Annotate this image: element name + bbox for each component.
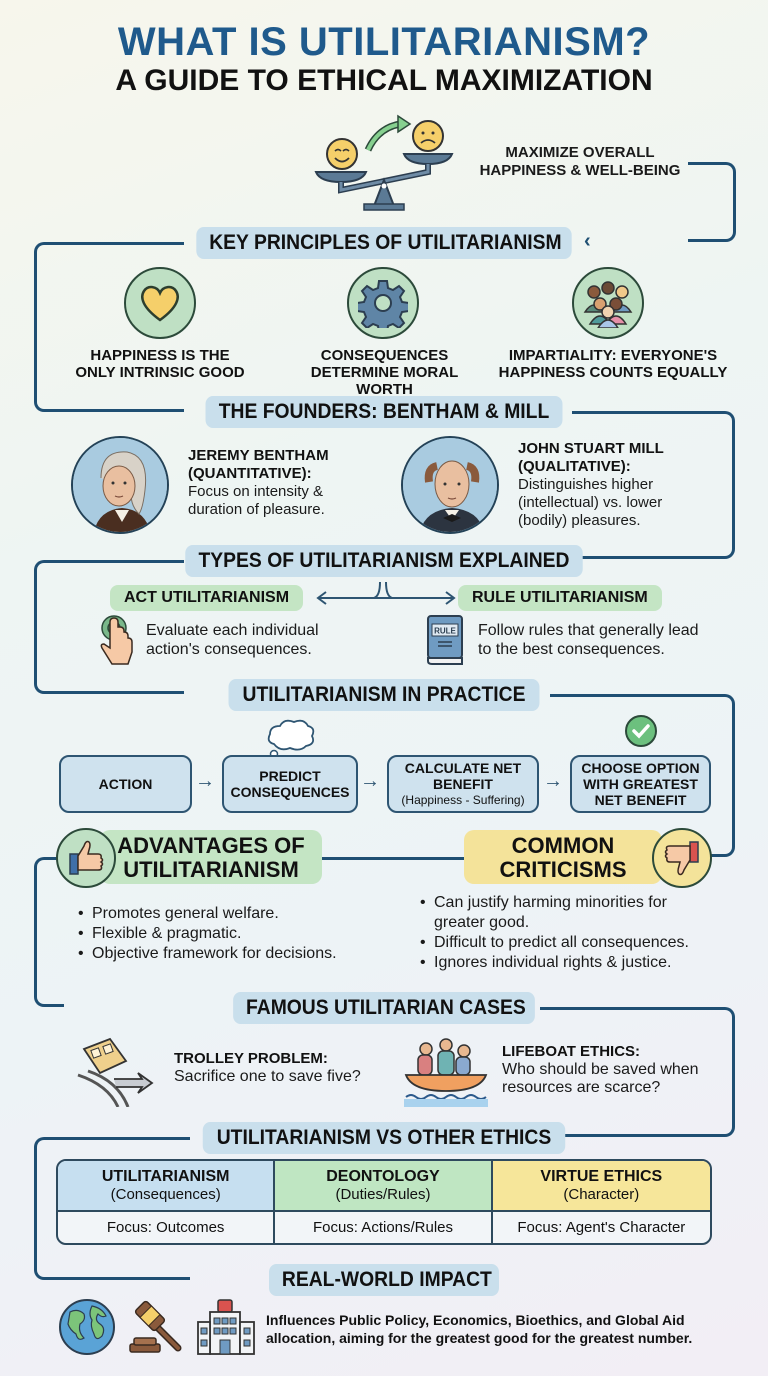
arrow-right-icon: → — [360, 770, 380, 792]
flow-step-predict: PREDICT CONSEQUENCES — [222, 755, 358, 813]
mill-bio: JOHN STUART MILL (QUALITATIVE): Distingu… — [518, 440, 664, 529]
section-title-founders: THE FOUNDERS: BENTHAM & MILL — [205, 396, 563, 428]
connector-line — [34, 857, 64, 1007]
principle-label: IMPARTIALITY: EVERYONE'S HAPPINESS COUNT… — [498, 347, 728, 381]
impact-description: Influences Public Policy, Economics, Bio… — [266, 1312, 693, 1346]
list-item: Difficult to predict all consequences. — [420, 933, 720, 953]
section-title-types: TYPES OF UTILITARIANISM EXPLAINED — [185, 545, 583, 577]
rule-utilitarianism-label: RULE UTILITARIANISM — [458, 585, 662, 611]
double-arrow-icon — [314, 581, 458, 606]
section-title-practice: UTILITARIANISM IN PRACTICE — [228, 679, 540, 711]
arrow-right-icon: → — [195, 770, 215, 792]
advantages-list: Promotes general welfare. Flexible & pra… — [78, 904, 398, 964]
list-item: Promotes general welfare. — [78, 904, 398, 924]
connector-line — [688, 162, 736, 242]
criticisms-list: Can justify harming minorities for great… — [420, 893, 720, 973]
heart-icon — [124, 267, 196, 339]
thumbs-up-icon — [56, 828, 116, 888]
list-item: Flexible & pragmatic. — [78, 924, 398, 944]
connector-line — [34, 242, 184, 412]
flow-step-calculate: CALCULATE NET BENEFIT (Happiness - Suffe… — [387, 755, 539, 813]
mill-portrait — [401, 436, 499, 534]
comparison-table: UTILITARIANISM (Consequences) DEONTOLOGY… — [56, 1159, 712, 1245]
finger-tap-icon — [96, 614, 136, 668]
lifeboat-ethics-text: LIFEBOAT ETHICS: Who should be saved whe… — [502, 1043, 699, 1096]
gavel-icon — [124, 1298, 186, 1356]
section-title-impact: REAL-WORLD IMPACT — [269, 1264, 499, 1296]
list-item: Objective framework for decisions. — [78, 944, 398, 964]
act-description: Evaluate each individual action's conseq… — [146, 622, 319, 658]
act-utilitarianism-label: ACT UTILITARIANISM — [110, 585, 304, 611]
rule-description: Follow rules that generally lead to the … — [478, 622, 699, 658]
bentham-bio: JEREMY BENTHAM (QUANTITATIVE): Focus on … — [188, 447, 329, 518]
table-cell: Focus: Actions/Rules — [275, 1212, 493, 1243]
check-circle-icon — [624, 714, 658, 748]
gear-icon — [347, 267, 419, 339]
page-subtitle: A GUIDE TO ETHICAL MAXIMIZATION — [115, 64, 653, 97]
lifeboat-icon — [404, 1035, 488, 1107]
table-cell: Focus: Agent's Character — [517, 1219, 686, 1236]
connector-line — [572, 411, 735, 559]
flow-step-choose: CHOOSE OPTION WITH GREATEST NET BENEFIT — [570, 755, 711, 813]
criticisms-title: COMMON CRITICISMS — [464, 830, 662, 884]
bentham-portrait — [71, 436, 169, 534]
svg-text:RULE: RULE — [434, 627, 456, 636]
arrow-right-icon: → — [543, 770, 563, 792]
principle-label: HAPPINESS IS THE ONLY INTRINSIC GOOD — [75, 347, 245, 381]
balance-scale-faces-icon — [308, 110, 458, 215]
page-title: WHAT IS UTILITARIANISM? — [117, 20, 651, 64]
table-header-deontology: DEONTOLOGY (Duties/Rules) — [275, 1161, 493, 1212]
connector-line — [34, 1137, 190, 1280]
hospital-icon — [196, 1298, 256, 1356]
trolley-problem-text: TROLLEY PROBLEM: Sacrifice one to save f… — [174, 1050, 361, 1085]
section-title-comparison: UTILITARIANISM VS OTHER ETHICS — [202, 1122, 566, 1154]
advantages-title: ADVANTAGES OF UTILITARIANISM — [100, 830, 322, 884]
thumbs-down-icon — [652, 828, 712, 888]
list-item: Can justify harming minorities for great… — [420, 893, 720, 933]
rule-book-icon: RULE — [424, 614, 466, 666]
trolley-icon — [74, 1035, 164, 1108]
people-group-icon — [572, 267, 644, 339]
connector-line — [540, 1007, 735, 1137]
table-header-virtue-ethics: VIRTUE ETHICS (Character) — [492, 1161, 710, 1212]
list-item: Ignores individual rights & justice. — [420, 953, 720, 973]
section-title-principles: KEY PRINCIPLES OF UTILITARIANISM — [196, 227, 572, 259]
section-title-cases: FAMOUS UTILITARIAN CASES — [233, 992, 535, 1024]
table-header-utilitarianism: UTILITARIANISM (Consequences) — [58, 1161, 276, 1212]
hero-caption: MAXIMIZE OVERALL HAPPINESS & WELL-BEING — [479, 144, 681, 179]
connector-line — [34, 560, 184, 694]
table-cell: Focus: Outcomes — [58, 1212, 276, 1243]
principle-label: CONSEQUENCES DETERMINE MORAL WORTH — [310, 347, 459, 398]
globe-icon — [58, 1298, 116, 1356]
arrow-left-icon: ‹ — [584, 230, 591, 252]
thought-cloud-icon — [262, 718, 318, 763]
connector-line — [320, 857, 465, 860]
flow-step-action: ACTION — [59, 755, 192, 813]
